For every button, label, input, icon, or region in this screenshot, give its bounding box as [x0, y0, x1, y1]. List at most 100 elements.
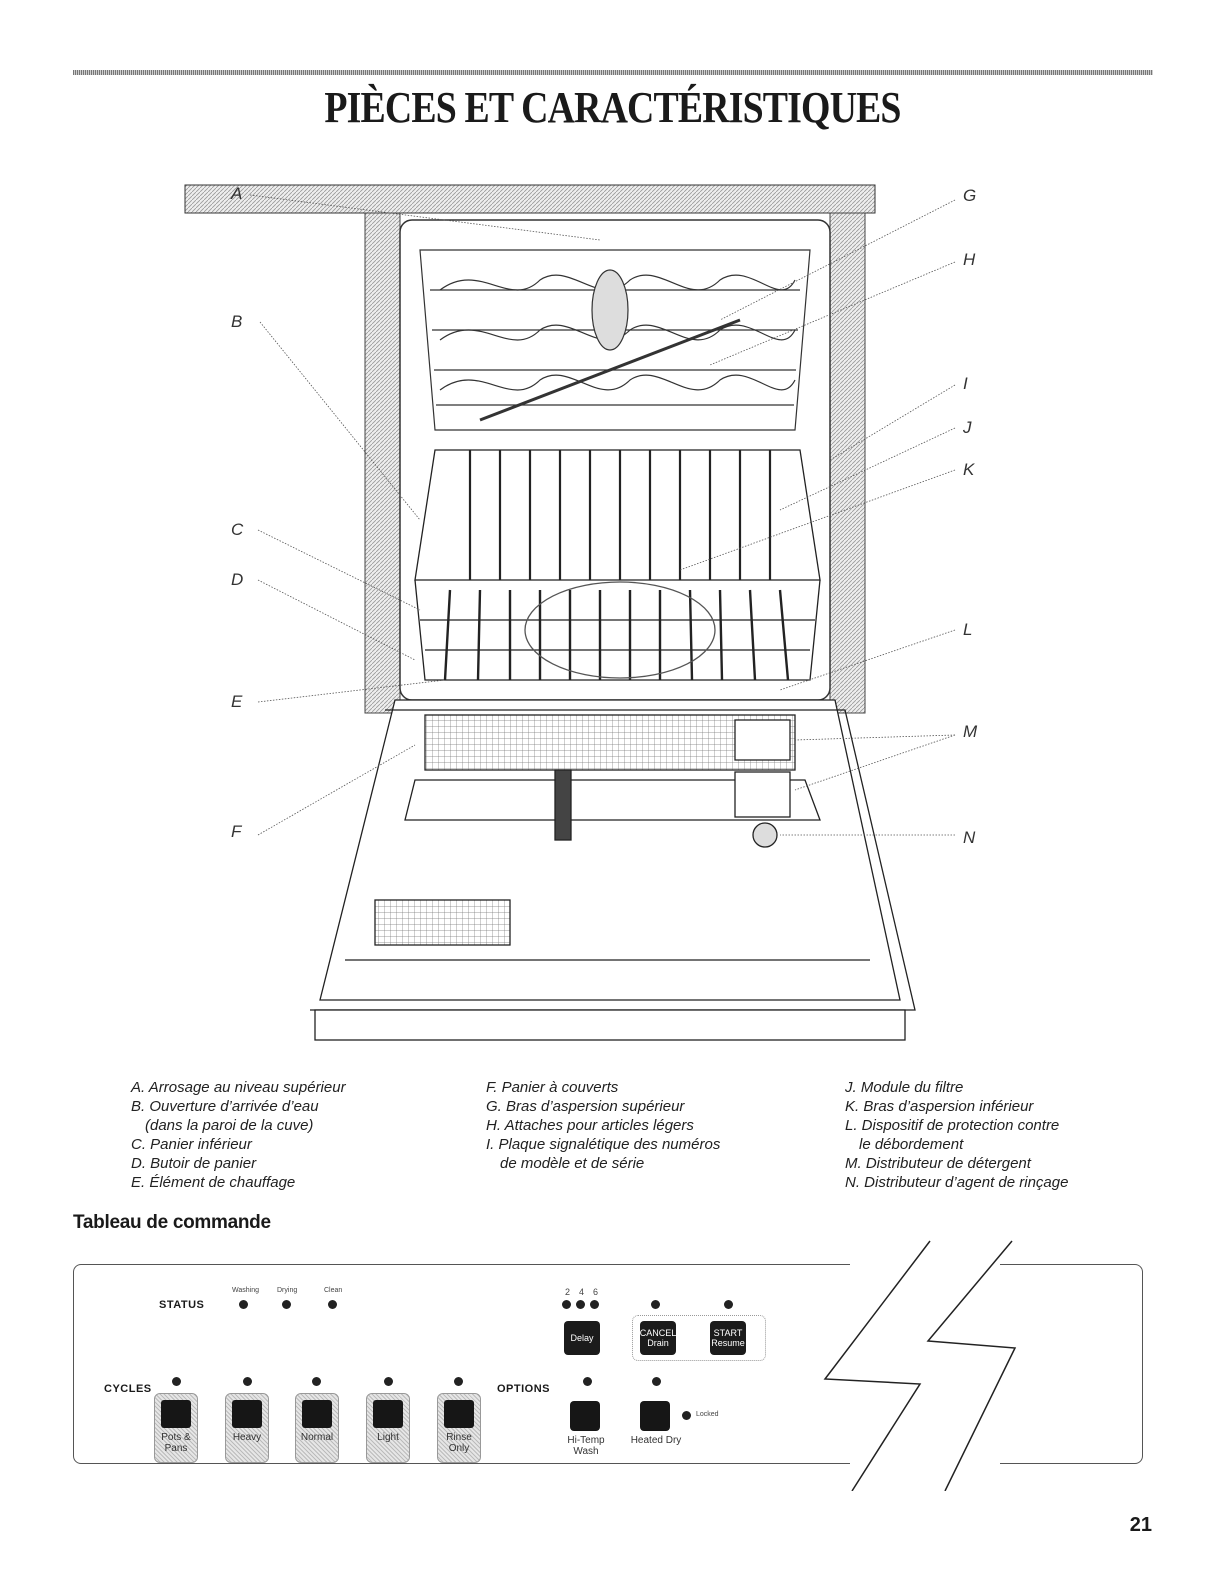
callout-d: D	[231, 570, 244, 589]
page-number: 21	[1129, 1514, 1152, 1536]
delay-6-led	[590, 1300, 599, 1309]
legend-item-b-detail: (dans la paroi de la cuve)	[145, 1117, 314, 1134]
cycle-button-pots-pans[interactable]: Pots & Pans	[154, 1393, 198, 1463]
leader-lines	[249, 194, 956, 836]
tub-top-strip	[184, 184, 876, 214]
legend-item-j: J. Module du filtre	[845, 1079, 964, 1096]
legend-item-l-detail: le débordement	[859, 1136, 964, 1153]
cancel-drain-button[interactable]: CANCEL Drain	[640, 1321, 676, 1355]
cycles-label: CYCLES	[104, 1383, 152, 1395]
tub-left-wall	[364, 212, 401, 714]
lower-rack	[414, 449, 821, 681]
options-label: OPTIONS	[497, 1383, 551, 1395]
status-drying-label: Drying	[277, 1287, 298, 1294]
cycle-led-2	[243, 1377, 252, 1386]
cycle-led-5	[454, 1377, 463, 1386]
delay-button[interactable]: Delay	[564, 1321, 600, 1355]
cycle-button-cap	[232, 1400, 262, 1428]
break-mask	[850, 1256, 1000, 1471]
status-washing-led	[239, 1300, 248, 1309]
delay-button-label: Delay	[570, 1333, 594, 1343]
option-led-hi-temp	[583, 1377, 592, 1386]
cycle-led-3	[312, 1377, 321, 1386]
cycle-led-1	[172, 1377, 181, 1386]
legend-item-k: K. Bras d’aspersion inférieur	[845, 1098, 1034, 1115]
cycle-button-cap	[444, 1400, 474, 1428]
delay-2-led	[562, 1300, 571, 1309]
locked-led	[682, 1411, 691, 1420]
callout-l: L	[963, 620, 973, 639]
status-washing-label: Washing	[232, 1287, 259, 1294]
legend-item-i-detail: de modèle et de série	[500, 1155, 645, 1172]
option-led-heated-dry	[652, 1377, 661, 1386]
callout-i: I	[963, 374, 968, 393]
legend-item-i: I. Plaque signalétique des numéros	[486, 1136, 721, 1153]
cycle-button-label: Rinse Only	[446, 1432, 472, 1454]
status-drying-led	[282, 1300, 291, 1309]
callout-k: K	[963, 460, 975, 479]
cycle-button-label: Normal	[300, 1432, 334, 1443]
legend-column-1: A. Arrosage au niveau supérieur B. Ouver…	[131, 1078, 346, 1192]
heated-dry-button[interactable]	[640, 1401, 670, 1431]
cancel-start-group	[632, 1315, 766, 1361]
control-panel-heading: Tableau de commande	[73, 1212, 271, 1233]
callout-c: C	[231, 520, 244, 539]
hi-temp-wash-label: Hi-Temp Wash	[567, 1435, 605, 1457]
legend-item-e: E. Élément de chauffage	[131, 1174, 296, 1191]
legend-column-2: F. Panier à couverts G. Bras d’aspersion…	[486, 1078, 720, 1173]
cycle-button-heavy[interactable]: Heavy	[225, 1393, 269, 1463]
legend-item-m: M. Distributeur de détergent	[845, 1155, 1031, 1172]
cycle-button-label: Heavy	[232, 1432, 262, 1443]
legend-item-f: F. Panier à couverts	[486, 1079, 619, 1096]
status-clean-label: Clean	[324, 1287, 343, 1294]
locked-label: Locked	[696, 1411, 719, 1418]
legend-column-3: J. Module du filtre K. Bras d’aspersion …	[845, 1078, 1068, 1192]
dishwasher-diagram	[184, 184, 956, 1041]
legend-item-a: A. Arrosage au niveau supérieur	[131, 1079, 346, 1096]
cancel-led	[651, 1300, 660, 1309]
resume-label: Resume	[711, 1338, 745, 1348]
callout-f: F	[231, 822, 242, 841]
delay-hour-4: 4	[579, 1287, 585, 1297]
callout-e: E	[231, 692, 243, 711]
drain-label: Drain	[647, 1338, 669, 1348]
callout-n: N	[963, 828, 976, 847]
legend-item-d: D. Butoir de panier	[131, 1155, 257, 1172]
cycle-button-light[interactable]: Light	[366, 1393, 410, 1463]
cycle-led-4	[384, 1377, 393, 1386]
legend-item-h: H. Attaches pour articles légers	[486, 1117, 694, 1134]
status-clean-led	[328, 1300, 337, 1309]
cycle-button-cap	[302, 1400, 332, 1428]
callout-j: J	[963, 418, 972, 437]
tub-right-wall	[829, 212, 866, 714]
heated-dry-label: Heated Dry	[630, 1435, 682, 1446]
legend-item-g: G. Bras d’aspersion supérieur	[486, 1098, 685, 1115]
legend-item-n: N. Distributeur d’agent de rinçage	[845, 1174, 1069, 1191]
hi-temp-wash-button[interactable]	[570, 1401, 600, 1431]
top-rule	[73, 70, 1153, 75]
legend-item-c: C. Panier inférieur	[131, 1136, 252, 1153]
start-label: START	[713, 1328, 743, 1338]
callout-g: G	[963, 186, 977, 205]
delay-hour-2: 2	[565, 1287, 571, 1297]
cancel-label: CANCEL	[639, 1328, 677, 1338]
open-door	[310, 699, 916, 1041]
start-led	[724, 1300, 733, 1309]
cycle-button-label: Pots & Pans	[161, 1432, 191, 1454]
delay-4-led	[576, 1300, 585, 1309]
panel-break-mark	[823, 1240, 1017, 1491]
callout-m: M	[963, 722, 978, 741]
cycle-button-cap	[373, 1400, 403, 1428]
legend-item-b: B. Ouverture d’arrivée d’eau	[131, 1098, 319, 1115]
cycle-button-cap	[161, 1400, 191, 1428]
cycle-button-label: Light	[377, 1432, 399, 1443]
callout-h: H	[963, 250, 976, 269]
cycle-button-normal[interactable]: Normal	[295, 1393, 339, 1463]
start-resume-button[interactable]: START Resume	[710, 1321, 746, 1355]
upper-rack	[419, 249, 811, 431]
status-label: STATUS	[159, 1299, 205, 1311]
callout-b: B	[231, 312, 243, 331]
page-title: PIÈCES ET CARACTÉRISTIQUES	[324, 83, 901, 132]
callout-a: A	[231, 184, 243, 203]
cycle-button-rinse-only[interactable]: Rinse Only	[437, 1393, 481, 1463]
